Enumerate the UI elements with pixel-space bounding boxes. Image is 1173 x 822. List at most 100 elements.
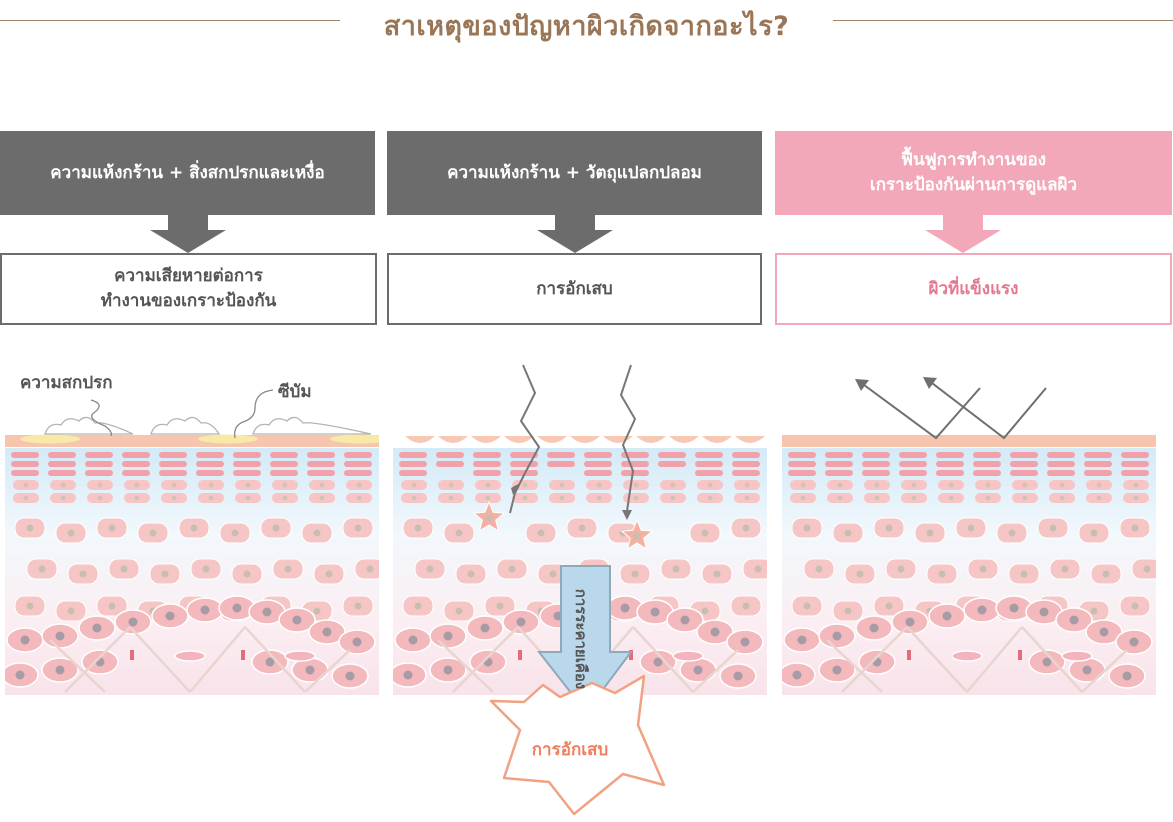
basal-nucleus: [1039, 607, 1049, 617]
basal-nucleus: [232, 603, 242, 613]
stratum-cell: [936, 452, 964, 458]
basal-nucleus: [200, 605, 210, 615]
stratum-cell: [973, 470, 1001, 476]
granular-nucleus: [356, 482, 362, 488]
collagen-fiber: [189, 626, 246, 693]
granular-nucleus: [319, 495, 325, 501]
spinous-nucleus: [1090, 529, 1098, 537]
granular-nucleus: [837, 495, 843, 501]
fibroblast: [1061, 650, 1093, 662]
granular-nucleus: [282, 495, 288, 501]
granular-nucleus: [985, 495, 991, 501]
spinous-nucleus: [284, 565, 292, 573]
reflected-ray-head-1: [855, 379, 869, 391]
spinous-nucleus: [467, 570, 475, 578]
spinous-nucleus: [885, 602, 893, 610]
collagen-fiber: [1021, 626, 1083, 693]
stratum-cell: [399, 461, 427, 467]
granular-nucleus: [633, 495, 639, 501]
spinous-nucleus: [149, 529, 157, 537]
stratum-cell: [1010, 461, 1038, 467]
stratum-cell: [122, 461, 150, 467]
collagen-fiber: [129, 626, 191, 693]
granular-nucleus: [60, 482, 66, 488]
stratum-cell: [584, 452, 612, 458]
broken-surface-scale: [405, 436, 435, 443]
spinous-nucleus: [313, 529, 321, 537]
spinous-nucleus: [243, 570, 251, 578]
basal-nucleus: [128, 617, 138, 627]
stratum-cell: [159, 470, 187, 476]
granular-nucleus: [1022, 495, 1028, 501]
stratum-cell: [196, 461, 224, 467]
granular-nucleus: [245, 482, 251, 488]
granular-nucleus: [948, 495, 954, 501]
basal-nucleus: [832, 665, 842, 675]
irritated-nucleus: [633, 532, 641, 540]
cause-box-1: ความแห้งกร้าน + สิ่งสกปรกและเหงื่อ: [0, 131, 375, 215]
stratum-cell: [936, 461, 964, 467]
spinous-nucleus: [926, 529, 934, 537]
irritation-label: การระคายเคือง: [572, 588, 590, 690]
basal-nucleus: [403, 670, 413, 680]
stratum-cell: [122, 452, 150, 458]
sebum-pointer: [234, 389, 274, 439]
granular-nucleus: [948, 482, 954, 488]
stratum-cell: [973, 452, 1001, 458]
foreign-substance-arrow-2: [619, 364, 637, 512]
fibroblast: [174, 650, 206, 662]
dirt-pointer: [90, 399, 113, 437]
granular-nucleus: [208, 495, 214, 501]
granular-nucleus: [985, 482, 991, 488]
basal-nucleus: [265, 657, 275, 667]
granular-nucleus: [356, 495, 362, 501]
broken-surface-scale: [636, 436, 666, 443]
title-rule-left: [0, 20, 340, 21]
stratum-cell: [1084, 470, 1112, 476]
spinous-nucleus: [496, 602, 504, 610]
basal-nucleus: [20, 635, 30, 645]
junction-dot: [629, 650, 633, 660]
basal-nucleus: [977, 605, 987, 615]
stratum-cell: [233, 470, 261, 476]
granular-nucleus: [670, 482, 676, 488]
broken-surface-scale: [438, 436, 468, 443]
stratum-cell: [899, 452, 927, 458]
stratum-cell: [825, 461, 853, 467]
spinous-nucleus: [108, 524, 116, 532]
granular-nucleus: [134, 495, 140, 501]
stratum-cell: [658, 461, 686, 467]
stratum-cell: [270, 452, 298, 458]
stratum-cell: [1084, 461, 1112, 467]
broken-surface-scale: [669, 436, 699, 443]
dirt-cloud: [252, 416, 372, 435]
result-box-1: ความเสียหายต่อการ ทำงานของเกราะป้องกัน: [0, 253, 377, 325]
spinous-nucleus: [79, 570, 87, 578]
title-rule-right: [833, 20, 1173, 21]
spinous-nucleus: [67, 607, 75, 615]
stratum-cell: [658, 452, 686, 458]
granular-nucleus: [282, 482, 288, 488]
basal-nucleus: [1069, 615, 1079, 625]
stratum-cell: [862, 461, 890, 467]
collagen-fiber: [452, 626, 519, 693]
stratum-cell: [159, 452, 187, 458]
collagen-fiber: [692, 649, 739, 693]
stratum-cell: [695, 452, 723, 458]
spinous-nucleus: [742, 602, 750, 610]
spinous-nucleus: [120, 565, 128, 573]
granular-nucleus: [97, 482, 103, 488]
stratum-cell: [270, 461, 298, 467]
spinous-nucleus: [272, 524, 280, 532]
stratum-cell: [1121, 452, 1149, 458]
stratum-cell: [547, 452, 575, 458]
granular-nucleus: [1133, 482, 1139, 488]
basal-nucleus: [653, 657, 663, 667]
skin-panel-healthy: [782, 377, 1156, 695]
fibroblast: [284, 650, 316, 662]
basal-nucleus: [345, 671, 355, 681]
stratum-cell: [48, 461, 76, 467]
stratum-cell: [695, 470, 723, 476]
sebum-label: ซีบัม: [278, 382, 312, 402]
granular-nucleus: [800, 482, 806, 488]
